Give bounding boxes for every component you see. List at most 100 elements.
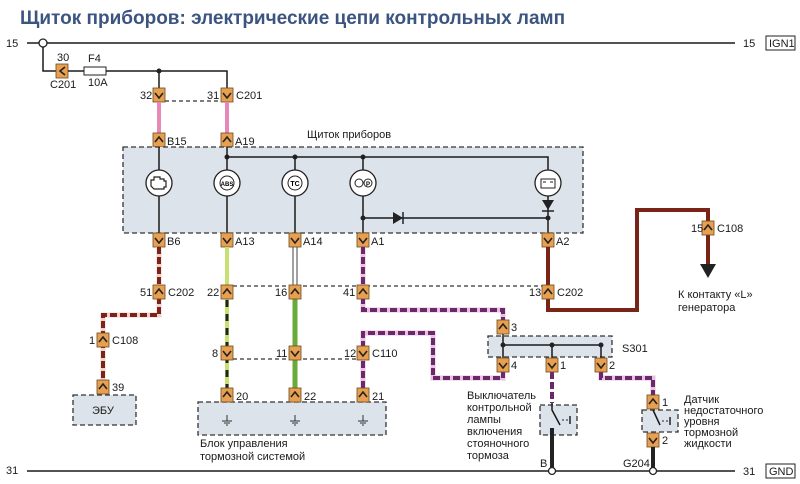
connector-bcm-22 xyxy=(288,387,302,403)
connector-label: 41 xyxy=(343,287,355,299)
label-line: тормозной xyxy=(684,427,738,439)
connector-label: A1 xyxy=(371,236,384,248)
label-line: стояночного xyxy=(467,438,529,450)
ground-label: B xyxy=(540,458,547,470)
label-line: тормоза xyxy=(467,450,510,462)
connector-a19 xyxy=(220,132,234,148)
connector-c201-31 xyxy=(220,87,234,103)
connector-a13 xyxy=(220,232,234,248)
connector-label: A19 xyxy=(235,136,255,148)
connector-s301-1 xyxy=(545,357,559,373)
generator-label: генератора xyxy=(678,302,736,314)
ecu-box xyxy=(72,394,137,426)
label-line: Датчик xyxy=(684,394,719,406)
connector-c110-8 xyxy=(220,345,234,361)
wire-brake xyxy=(360,247,656,403)
connector-label: C202 xyxy=(557,287,583,299)
switch-icon xyxy=(652,409,661,426)
connector-b15 xyxy=(152,132,166,148)
connector-b6 xyxy=(152,232,166,248)
connector-bcm-20 xyxy=(220,387,234,403)
connector-label: 39 xyxy=(112,382,124,394)
connector-label: C201 xyxy=(236,90,262,102)
wire-ecu xyxy=(100,247,162,380)
ground-point-g204 xyxy=(648,466,658,476)
arrow-down-icon xyxy=(700,264,716,278)
connector-label: 12 xyxy=(344,348,356,360)
bcm-label: тормозной системой xyxy=(200,451,305,463)
connector-c110-12 xyxy=(356,345,370,361)
label-line: контрольной xyxy=(467,402,532,414)
connector-c202-51 xyxy=(152,284,166,300)
connector-label: C202 xyxy=(168,287,194,299)
connector-label: A2 xyxy=(556,236,569,248)
connector-label: 3 xyxy=(511,322,517,334)
brake-parking-icon: P xyxy=(349,169,377,197)
rail-label: 31 xyxy=(6,465,18,477)
connector-label: 1 xyxy=(560,360,566,372)
connector-label: 2 xyxy=(609,360,615,372)
check-engine-icon xyxy=(145,169,173,197)
connector-c202-41 xyxy=(356,284,370,300)
wire-tc xyxy=(292,247,298,388)
connector-label: 2 xyxy=(662,435,668,447)
connector-label: C108 xyxy=(717,223,743,235)
connector-label: S301 xyxy=(622,343,648,355)
connector-label: 22 xyxy=(207,287,219,299)
connector-label: 22 xyxy=(304,391,316,403)
connector-s301-4 xyxy=(496,357,510,373)
ign1-tag: IGN1 xyxy=(769,38,795,50)
connector-a2 xyxy=(541,232,555,248)
brake-control-module xyxy=(197,401,387,436)
switch-label: Выключатель контрольной лампы включения … xyxy=(467,390,536,462)
diagram-title: Щиток приборов: электрические цепи контр… xyxy=(20,8,565,29)
connector-label: A13 xyxy=(235,236,255,248)
connector-label: C108 xyxy=(112,335,138,347)
connector-label: 51 xyxy=(140,287,152,299)
connector-label: 1 xyxy=(662,397,668,409)
label-line: лампы xyxy=(467,414,501,426)
connector-c202-16 xyxy=(288,284,302,300)
label-line: включения xyxy=(467,426,522,438)
connector-c108-15 xyxy=(701,220,715,236)
label-line: недостаточного xyxy=(684,405,763,417)
connector-c201-30 xyxy=(55,63,69,79)
connector-label: 8 xyxy=(212,348,218,360)
ecu-label: ЭБУ xyxy=(92,405,115,417)
connector-c202-13 xyxy=(541,284,555,300)
connector-s301-2 xyxy=(594,357,608,373)
connector-a1 xyxy=(356,232,370,248)
generator-label: К контакту «L» xyxy=(678,289,753,301)
fuse-icon xyxy=(83,66,107,76)
rail-label: 15 xyxy=(6,38,18,50)
connector-a14 xyxy=(288,232,302,248)
wire-generator xyxy=(546,208,716,312)
connector-sensor-2 xyxy=(646,432,660,448)
traction-control-icon: TC xyxy=(281,169,309,197)
connector-label: 32 xyxy=(140,90,152,102)
connector-label: 21 xyxy=(372,391,384,403)
connector-label: 15 xyxy=(691,223,703,235)
p-text: P xyxy=(366,182,370,188)
ign-rail: 15 15 IGN1 xyxy=(6,35,796,51)
battery-icon xyxy=(534,169,562,197)
rail-label: 15 xyxy=(743,38,755,50)
connector-label: B6 xyxy=(167,236,180,248)
connector-c202-22 xyxy=(220,284,234,300)
connector-c110-11 xyxy=(288,345,302,361)
connector-label: C110 xyxy=(372,348,397,360)
connector-label: 20 xyxy=(236,391,248,403)
fuse-name: F4 xyxy=(88,53,101,65)
connector-bcm-21 xyxy=(356,387,370,403)
connector-label: 30 xyxy=(57,52,69,64)
fuse-rating: 10A xyxy=(88,77,108,89)
brake-fluid-sensor xyxy=(641,409,679,433)
connector-label: 16 xyxy=(275,287,287,299)
connector-label: A14 xyxy=(303,236,323,248)
connector-c201-32 xyxy=(152,87,166,103)
ground-label: G204 xyxy=(623,458,650,470)
label-line: уровня xyxy=(684,416,720,428)
gnd-tag: GND xyxy=(769,466,794,478)
tc-text: TC xyxy=(290,181,299,188)
